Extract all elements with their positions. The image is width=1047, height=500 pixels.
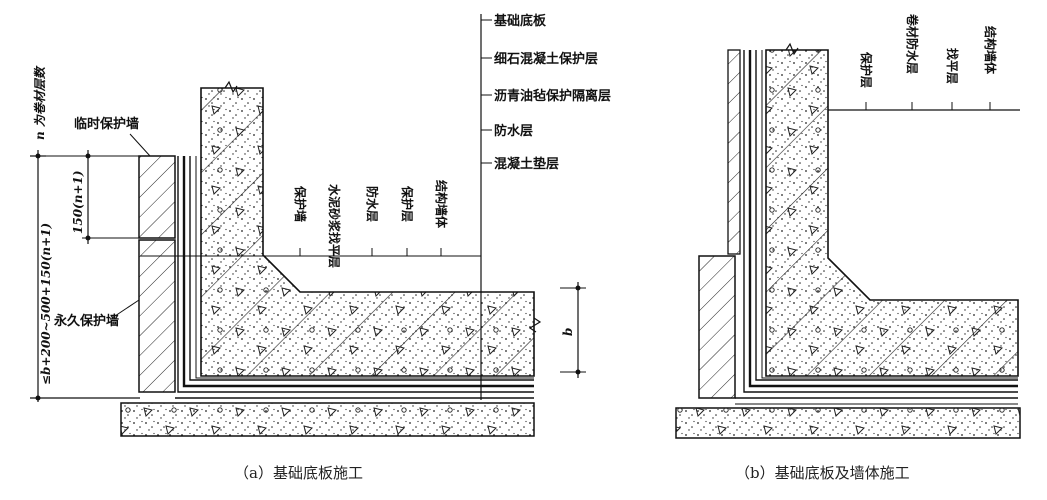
label-waterproof-vertical: 防水层 [365, 186, 380, 222]
label-waterproof-layer: 防水层 [494, 123, 533, 139]
label-foundation-slab: 基础底板 [493, 13, 547, 29]
permanent-wall-a [138, 239, 176, 393]
label-temporary-wall: 临时保护墙 [74, 116, 139, 132]
label-b-protection: 保护层 [859, 51, 874, 88]
dimension-total-text: ≤b+200~500+150(n+1) [39, 223, 53, 385]
label-mortar-leveling: 水泥砂浆找平层 [327, 184, 342, 268]
label-protection-vertical: 保护层 [400, 185, 415, 222]
structure-concrete-a [200, 80, 542, 377]
concrete-cushion-a [120, 402, 535, 437]
waterproof-layers-b [735, 50, 1018, 405]
caption-b: （b）基础底板及墙体施工 [735, 464, 910, 482]
wall-labels-a: 保护墙 水泥砂浆找平层 防水层 保护层 结构墙体 [293, 180, 449, 268]
waterproof-layers-a [175, 156, 534, 399]
wall-labels-b: 保护层 卷材防水层 找平层 结构墙体 [859, 13, 998, 110]
protective-strip-b [727, 49, 741, 255]
label-concrete-cushion: 混凝土垫层 [494, 156, 559, 172]
dimension-overlap-text: 150(n+1) [71, 170, 85, 234]
label-structure-wall: 结构墙体 [434, 180, 449, 229]
caption-a: （a）基础底板施工 [234, 464, 363, 482]
label-asphalt-felt-isolation: 沥青油毡保护隔离层 [494, 88, 611, 104]
label-b-membrane: 卷材防水层 [905, 13, 920, 74]
layer-labels-a: 基础底板 细石混凝土保护层 沥青油毡保护隔离层 防水层 混凝土垫层 [481, 13, 611, 172]
diagram-b: 保护层 卷材防水层 找平层 结构墙体 （b）基础底板及墙体施工 [675, 13, 1021, 482]
label-protective-wall: 保护墙 [293, 185, 308, 222]
dimension-n-note: n 为卷材层数 [33, 65, 47, 140]
dimension-b-text: b [561, 328, 575, 336]
temporary-wall-a [138, 155, 176, 239]
dimension-b-a: b [560, 282, 586, 378]
label-fine-concrete-protection: 细石混凝土保护层 [494, 51, 598, 67]
permanent-wall-b [698, 255, 736, 399]
structure-concrete-b [765, 42, 1019, 377]
diagram-a: 基础底板 细石混凝土保护层 沥青油毡保护隔离层 防水层 混凝土垫层 保护墙 水泥… [30, 13, 611, 482]
label-permanent-wall: 永久保护墙 [53, 313, 119, 329]
dimension-overlap-a: 150(n+1) [71, 150, 139, 244]
concrete-cushion-b [675, 407, 1021, 439]
dimension-total-a: ≤b+200~500+150(n+1) n 为卷材层数 [30, 65, 140, 402]
label-b-leveling: 找平层 [945, 48, 960, 84]
label-b-structure: 结构墙体 [983, 26, 998, 75]
